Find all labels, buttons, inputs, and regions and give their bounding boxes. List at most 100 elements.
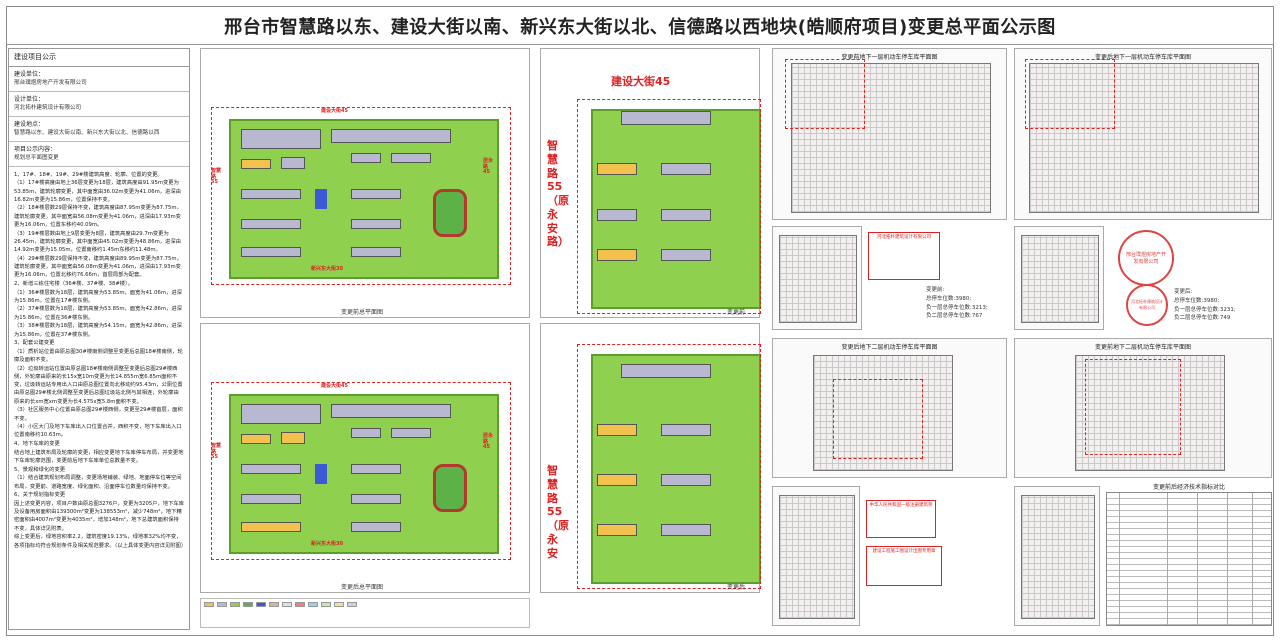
- title-bar: 邢台市智慧路以东、建设大街以南、新兴东大街以北、信德路以西地块(皓顺府项目)变更…: [7, 7, 1273, 45]
- building: [661, 424, 711, 436]
- design-seal: 河北拓朴建筑设计有限公司: [868, 232, 940, 280]
- note-line: 因上述变更内容，项目户数由原总图3276户，变更为3205户，地下车库及设备用房…: [14, 501, 184, 532]
- building: [241, 404, 321, 424]
- sports-field: [433, 464, 467, 512]
- building: [241, 247, 301, 257]
- stats-line: 总停车位数:3980;: [926, 295, 972, 302]
- note-line: （1）质析站位置由原总图30#楼南侧调整至变更后总图18#楼南侧，轮廓及面积不变…: [14, 348, 183, 364]
- note-line: 综上变更后，绿地容积率2.2，建筑密度19.13%，绿地率32%均不变，各项指标…: [14, 534, 187, 549]
- building: [621, 364, 711, 378]
- building: [351, 219, 401, 229]
- note-line: （1）17#楼高度由地上36层变更为18层，建筑高度由91.95m变更为53.8…: [14, 180, 181, 203]
- econ-table-title: 变更前后经济技术指标对比: [1152, 484, 1225, 491]
- parking-plan-title: 变更后地下二层机动车停车库平面图: [841, 344, 938, 351]
- info-label: 建设地点：: [14, 120, 45, 128]
- site-boundary: [577, 99, 761, 314]
- change-outline: [1085, 359, 1181, 455]
- note-line: 3、配套公建变更: [14, 340, 55, 347]
- road-label-west: 智慧路55: [211, 168, 222, 185]
- page-title: 邢台市智慧路以东、建设大街以南、新兴东大街以北、信德路以西地块(皓顺府项目)变更…: [224, 16, 1056, 38]
- seal-text: 邢台璞煜房地产开发有限公司: [1125, 252, 1166, 265]
- building: [241, 494, 301, 504]
- site-plan-after: 建设大街45 智慧路55 居永路45 新兴东大街30 变更后总平面图: [200, 323, 530, 593]
- building: [597, 209, 637, 221]
- water-feature: [315, 464, 327, 484]
- building: [351, 247, 401, 257]
- building: [661, 163, 711, 175]
- project-info-panel: 建设项目公示 建设单位： 邢台璞煜房地产开发有限公司 设计单位： 河北拓朴建筑设…: [8, 48, 190, 630]
- note-line: （3）38#楼层数为18层，建筑高度为54.15m，面宽为42.86m，进深为1…: [14, 323, 182, 338]
- plan-caption: 变更后: [727, 584, 746, 591]
- sports-field: [433, 189, 467, 237]
- legend-strip: [200, 598, 530, 628]
- parking-detail-after: [1014, 226, 1104, 330]
- note-line: （1）结合建筑规划布局调整，变更场地铺装、绿地、地面停车位等空间布局，变更前、道…: [14, 475, 182, 490]
- parking-plan-before-b2: 变更前地下二层机动车停车库平面图: [1014, 338, 1272, 478]
- detail-plan-before: 建设大街45 智慧路55（原永安路） 变更前: [540, 48, 761, 318]
- site-boundary: [211, 107, 511, 285]
- road-label-north: 建设大街45: [611, 75, 671, 88]
- road-label-west: 智慧路55（原永安路）: [547, 139, 569, 249]
- info-value: 规划总平面图变更: [14, 155, 59, 161]
- parking-detail-after-b2: [772, 486, 860, 626]
- building: [661, 524, 711, 536]
- change-notes: 1、17#、18#、19#、29#楼建筑高度、轮廓、位置的变更。 （1）17#楼…: [9, 167, 189, 555]
- road-label-north: 建设大街45: [321, 108, 348, 114]
- road-label-east: 居永路45: [483, 158, 494, 175]
- road-label-north: 建设大街45: [321, 383, 348, 389]
- parking-plan-after-b2: 变更后地下二层机动车停车库平面图: [772, 338, 1007, 478]
- building: [391, 428, 431, 438]
- parking-detail-before: [772, 226, 862, 330]
- info-row-content: 项目公示内容： 规划总平面图变更: [9, 142, 189, 167]
- building: [351, 494, 401, 504]
- building: [661, 474, 711, 486]
- stats-line: 负二层总停车位数:749: [1174, 315, 1231, 322]
- building: [331, 129, 451, 143]
- note-line: 5、景观和绿化的变更: [14, 466, 66, 473]
- note-line: （3）社区服务中心位置由原总图29#楼西侧，变更至29#楼首层，面积不变。: [14, 407, 183, 422]
- parking-grid: [1021, 235, 1099, 323]
- stats-line: 变更后:: [1174, 289, 1193, 295]
- parking-grid: [779, 235, 857, 323]
- info-row-location: 建设地点： 智慧路以东、建设大街以南、新兴东大街以北、信德路以西: [9, 117, 189, 142]
- parking-stats-after: 变更后: 总停车位数:3980; 负一层总停车位数:3231; 负二层总停车位数…: [1174, 288, 1236, 323]
- road-label-west: 智慧路55（原永安: [547, 464, 569, 560]
- building: [351, 464, 401, 474]
- drawing-frame: 邢台市智慧路以东、建设大街以南、新兴东大街以北、信德路以西地块(皓顺府项目)变更…: [6, 6, 1274, 636]
- seal-text: 建设工程施工图设计出图专用章: [872, 549, 936, 554]
- building: [241, 189, 301, 199]
- stats-line: 负一层总停车位数:3213;: [926, 304, 988, 311]
- building-highlighted: [597, 249, 637, 261]
- round-seal: 邢台璞煜房地产开发有限公司: [1118, 230, 1174, 286]
- parking-grid: [1029, 63, 1259, 213]
- stats-line: 总停车位数:3980;: [1174, 297, 1220, 304]
- water-feature: [315, 189, 327, 209]
- note-line: （2）18#楼层数29层保持不变，建筑高度由87.95m变更为87.75m，建筑…: [14, 205, 182, 228]
- econ-indicator-table: [1106, 492, 1272, 626]
- info-value: 河北拓朴建筑设计有限公司: [14, 105, 82, 112]
- note-line: 6、关于规划指标变更: [14, 492, 66, 499]
- parking-stats-before: 变更前: 总停车位数:3980; 负一层总停车位数:3213; 负二层总停车位数…: [926, 286, 988, 321]
- info-row-designer: 设计单位： 河北拓朴建筑设计有限公司: [9, 92, 189, 117]
- architect-seal: 中华人民共和国一级注册建筑师: [866, 500, 936, 538]
- parking-plan-title: 变更前地下二层机动车停车库平面图: [1094, 344, 1191, 351]
- building: [331, 404, 451, 418]
- building: [351, 153, 381, 163]
- road-label-west: 智慧路55: [211, 443, 222, 460]
- parking-detail-before-b2: [1014, 486, 1100, 626]
- building: [351, 522, 401, 532]
- building-highlighted: [597, 524, 637, 536]
- info-label: 项目公示内容：: [14, 145, 57, 153]
- change-outline: [833, 379, 923, 459]
- road-label-south: 新兴东大街30: [311, 266, 343, 272]
- drawing-seal: 建设工程施工图设计出图专用章: [866, 546, 942, 586]
- stats-line: 变更前:: [926, 287, 945, 293]
- note-line: （3）19#楼层数由地上9层变更为8层，建筑高度由29.7m变更为26.45m，…: [14, 230, 181, 253]
- building: [391, 153, 431, 163]
- parking-grid: [791, 63, 991, 213]
- site-boundary: [211, 382, 511, 560]
- road-label-east: 居永路45: [483, 433, 494, 450]
- info-value: 智慧路以东、建设大街以南、新兴东大街以北、信德路以西: [14, 130, 160, 137]
- building-highlighted: [241, 159, 271, 169]
- building-highlighted: [241, 434, 271, 444]
